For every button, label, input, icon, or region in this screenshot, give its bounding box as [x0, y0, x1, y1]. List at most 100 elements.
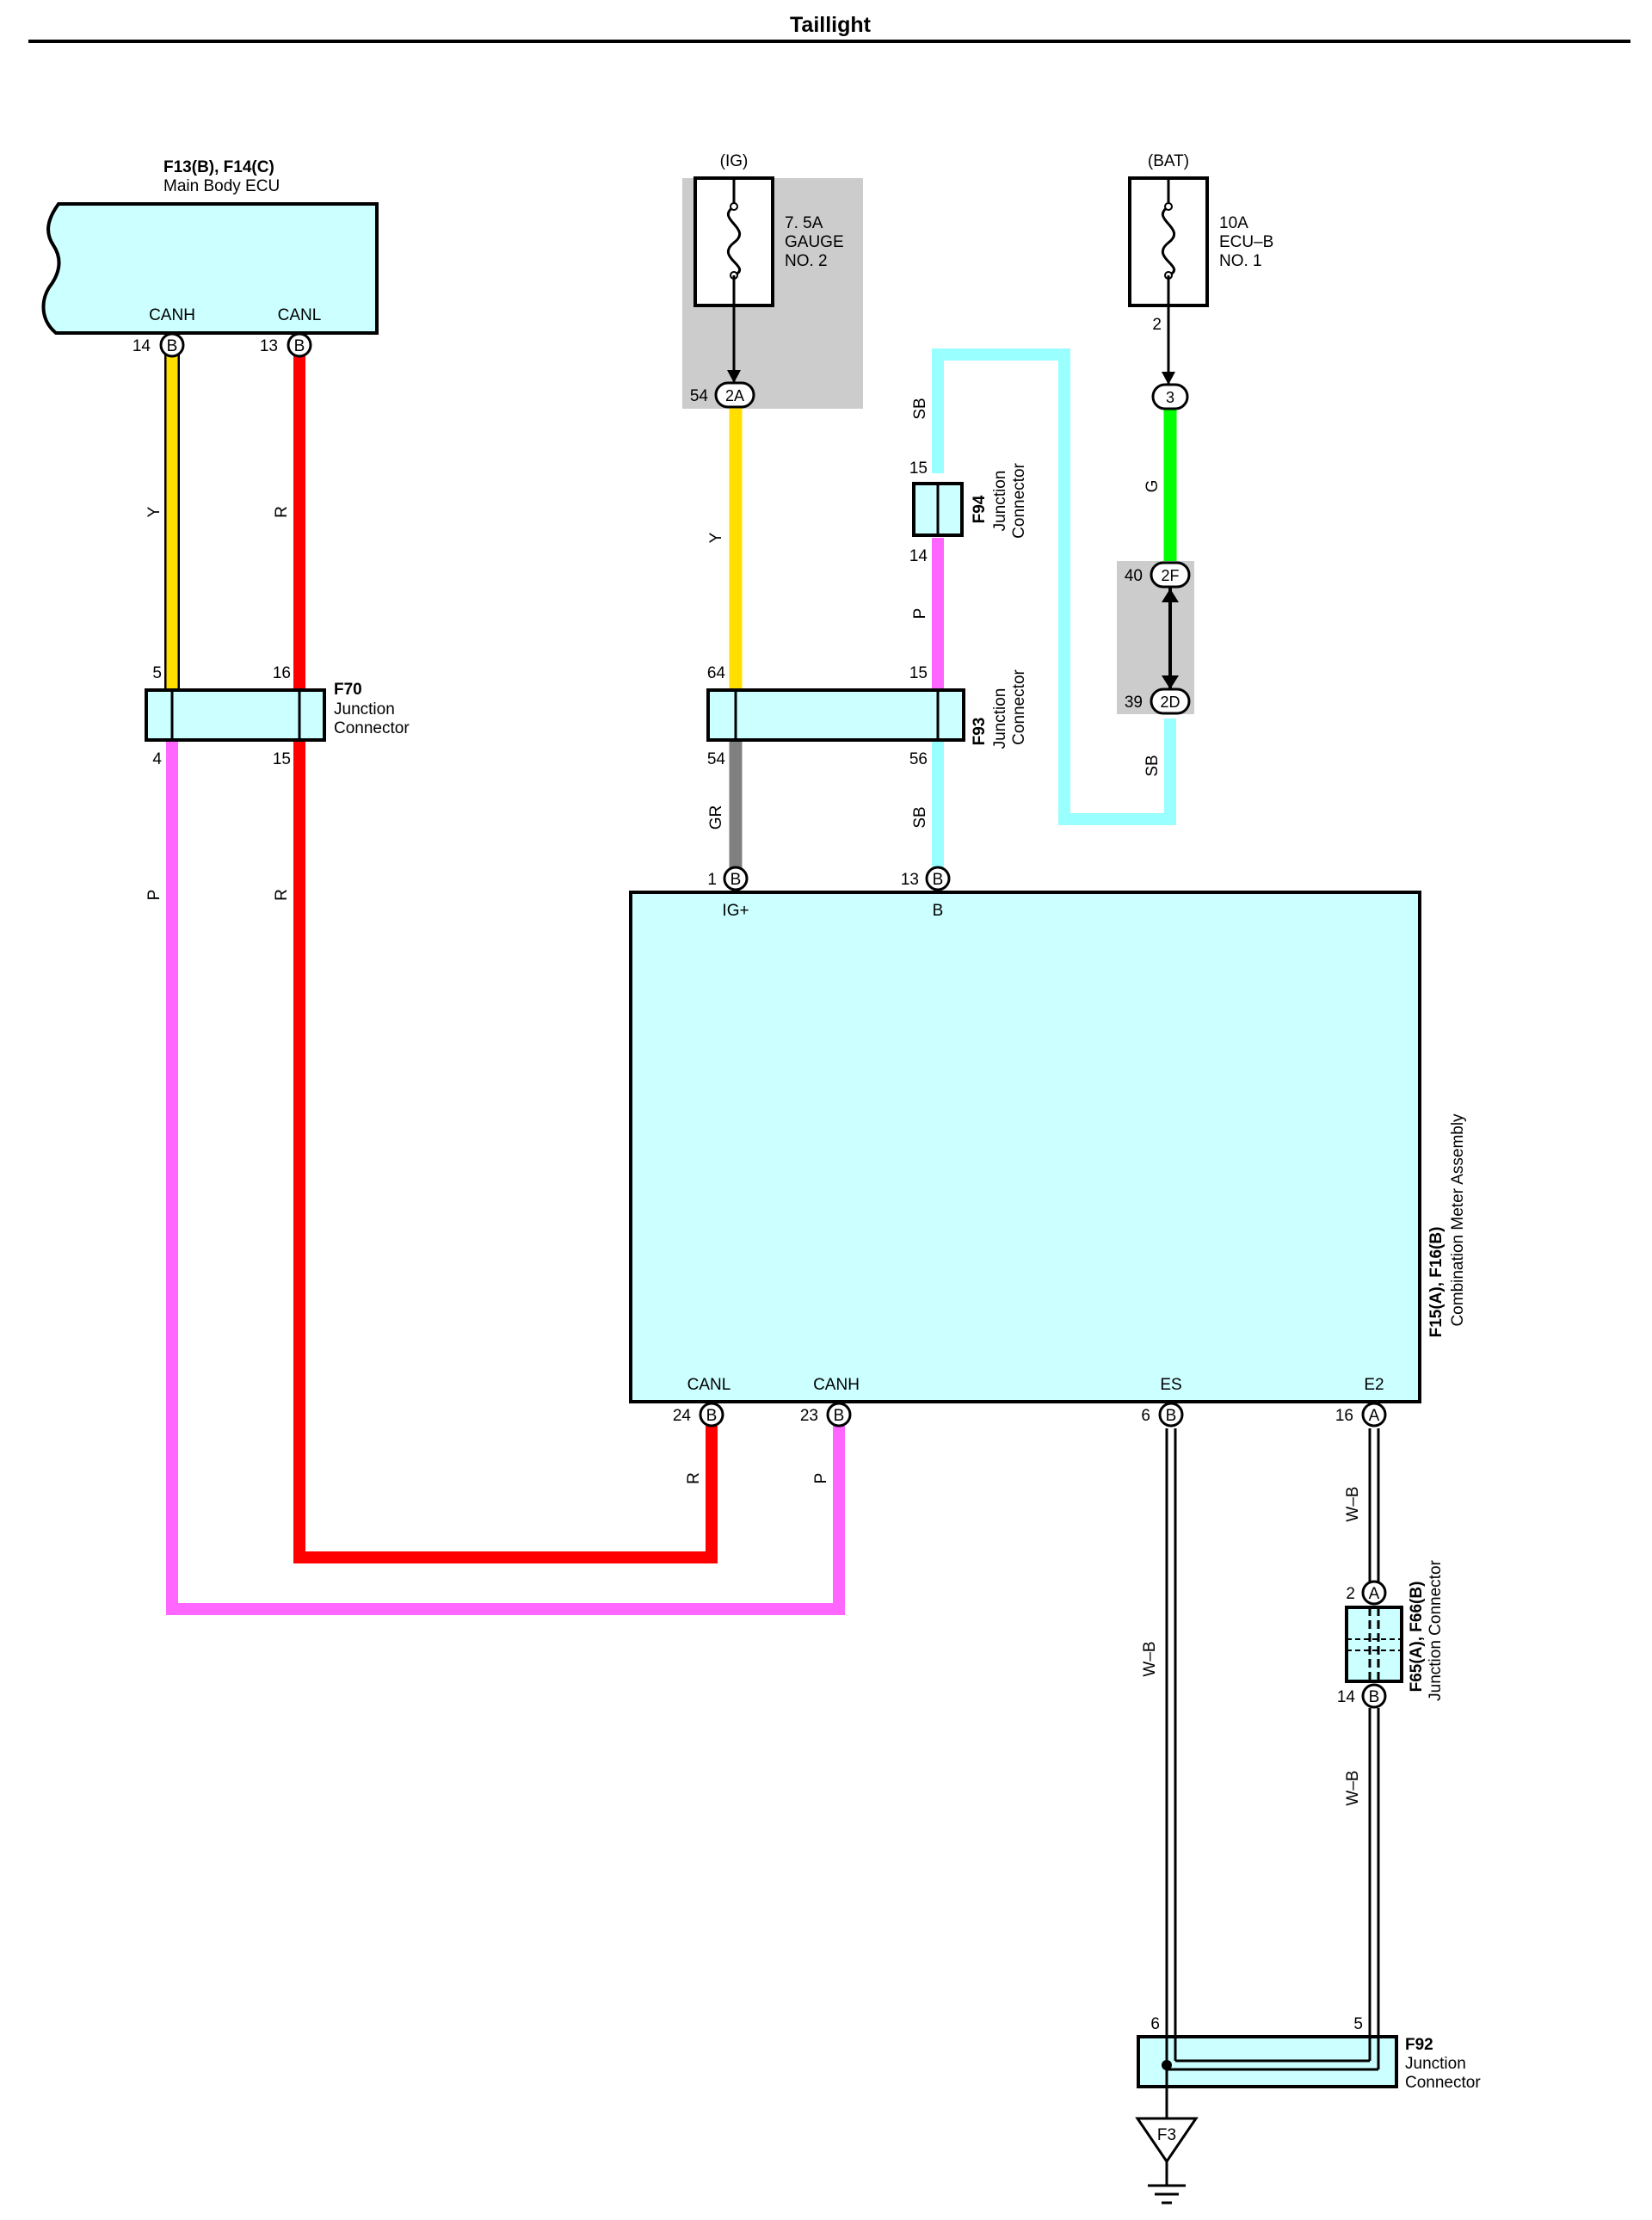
wire-label-sb-top: SB — [911, 398, 929, 419]
wire-label-meter-p: P — [812, 1473, 830, 1484]
f93-pin-64: 64 — [707, 664, 726, 682]
wire-label-f93-sb: SB — [911, 806, 929, 828]
ecub-fuse-line2: ECU–B — [1219, 233, 1273, 251]
meter-pin-b-label: B — [933, 902, 944, 920]
gauge-fuse — [693, 176, 774, 383]
svg-text:B: B — [1369, 1688, 1380, 1706]
meter-pin-b: B — [925, 866, 951, 891]
f70-line1: Junction — [334, 700, 395, 718]
svg-text:B: B — [730, 871, 742, 889]
f93-line1: Junction — [991, 688, 1009, 749]
ecub-out-connector: 3 — [1151, 383, 1189, 410]
svg-text:B: B — [933, 871, 944, 889]
f92-pin-6: 6 — [1150, 2015, 1160, 2033]
wire-label-es-wb: W–B — [1141, 1641, 1159, 1676]
f70-code: F70 — [334, 681, 362, 699]
ecub-fuse — [1128, 176, 1209, 385]
ecu-pin-canl-number: 13 — [260, 337, 278, 355]
meter-pin-e2-number: 16 — [1335, 1407, 1353, 1425]
f70-pin-15: 15 — [273, 750, 291, 768]
meter-pin-canh-label: CANH — [813, 1376, 860, 1394]
gauge-out-connector: 2A — [714, 381, 755, 409]
wire-label-ecub-g: G — [1143, 480, 1162, 493]
f94-pin-15: 15 — [909, 459, 928, 478]
f70-connector — [145, 688, 326, 742]
wire-label-ecu-r: R — [273, 506, 291, 518]
jb-internal-link — [1162, 587, 1179, 689]
jb-2f-connector: 2F — [1150, 561, 1191, 589]
svg-text:2D: 2D — [1160, 694, 1180, 711]
svg-text:A: A — [1369, 1407, 1380, 1425]
wire-sb-loop — [932, 348, 1176, 825]
f94-code: F94 — [971, 495, 989, 523]
f70-pin-4: 4 — [152, 750, 162, 768]
f92-line1: Junction — [1405, 2055, 1466, 2073]
f65-pin-number: 2 — [1346, 1585, 1355, 1603]
gauge-fuse-line3: NO. 2 — [785, 252, 828, 270]
meter-pin-e2-label: E2 — [1364, 1376, 1384, 1394]
wire-label-jb-sb: SB — [1143, 755, 1162, 776]
wire-f70-pink — [166, 740, 845, 1615]
f94-line1: Junction — [991, 471, 1009, 532]
wire-es-wb — [1165, 1428, 1177, 2074]
f93-pin-15: 15 — [909, 664, 928, 682]
ecub-fuse-line3: NO. 1 — [1219, 252, 1262, 270]
f65-pin-a: A — [1361, 1580, 1387, 1606]
gauge-fuse-source: (IG) — [720, 152, 749, 170]
f93-code: F93 — [971, 718, 989, 746]
meter-pin-ig-number: 1 — [707, 871, 717, 889]
meter-pin-e2: A — [1361, 1402, 1387, 1428]
svg-text:B: B — [167, 337, 178, 355]
f94-connector — [912, 482, 964, 537]
ecu-pin-canh: B 14 — [133, 332, 185, 358]
f92-line2: Connector — [1405, 2074, 1481, 2092]
ecub-fuse-line1: 10A — [1219, 214, 1248, 232]
wire-label-meter-r: R — [685, 1472, 703, 1484]
f65-name: Junction Connector — [1427, 1559, 1445, 1700]
svg-text:B: B — [834, 1407, 845, 1425]
f92-pin-5: 5 — [1353, 2015, 1363, 2033]
wire-label-gauge-y: Y — [707, 532, 725, 543]
meter-pin-canl-number: 24 — [673, 1407, 692, 1425]
f93-pin-56: 56 — [909, 750, 928, 768]
f92-code: F92 — [1405, 2036, 1433, 2054]
wire-label-f70-p: P — [145, 890, 163, 901]
f94-pin-14: 14 — [909, 547, 928, 565]
f93-line2: Connector — [1010, 669, 1028, 745]
svg-text:B: B — [1166, 1407, 1177, 1425]
jb-2f-pin: 40 — [1125, 567, 1143, 585]
ecu-codes: F13(B), F14(C) — [163, 158, 274, 176]
svg-text:A: A — [1369, 1585, 1380, 1603]
ecub-fuse-source: (BAT) — [1148, 152, 1189, 170]
ecu-pin-canl-label: CANL — [278, 306, 322, 324]
ground-f3 — [1135, 2117, 1199, 2205]
svg-text:3: 3 — [1166, 389, 1174, 406]
f93-pin-54: 54 — [707, 750, 726, 768]
meter-pin-es-number: 6 — [1141, 1407, 1150, 1425]
ecub-fuse-pin: 2 — [1152, 316, 1162, 334]
wire-label-f66-wb: W–B — [1344, 1770, 1362, 1805]
svg-text:B: B — [706, 1407, 718, 1425]
f70-pin-16: 16 — [273, 664, 291, 682]
f93-connector — [706, 688, 965, 742]
ground-f3-label: F3 — [1157, 2126, 1176, 2144]
wire-label-f70-r: R — [273, 889, 291, 901]
gauge-fuse-line2: GAUGE — [785, 233, 844, 251]
meter-pin-ig-label: IG+ — [722, 902, 749, 920]
f70-line2: Connector — [334, 719, 410, 737]
wire-label-ecu-y: Y — [145, 506, 163, 517]
jb-2d-pin: 39 — [1125, 694, 1143, 712]
wire-label-f93-gr: GR — [707, 805, 725, 830]
wire-f70-red — [293, 740, 718, 1563]
diagram-title: Taillight — [790, 13, 872, 37]
combination-meter-assembly — [629, 891, 1421, 1403]
f65-code: F65(A), F66(B) — [1408, 1582, 1426, 1693]
f94-line2: Connector — [1010, 463, 1028, 539]
svg-text:2A: 2A — [725, 387, 744, 404]
ecu-name: Main Body ECU — [163, 177, 280, 195]
main-body-ecu — [41, 202, 379, 335]
gauge-out-pin: 54 — [690, 387, 709, 405]
meter-pin-canh: B — [826, 1402, 852, 1428]
wire-label-f94-p: P — [911, 608, 929, 620]
